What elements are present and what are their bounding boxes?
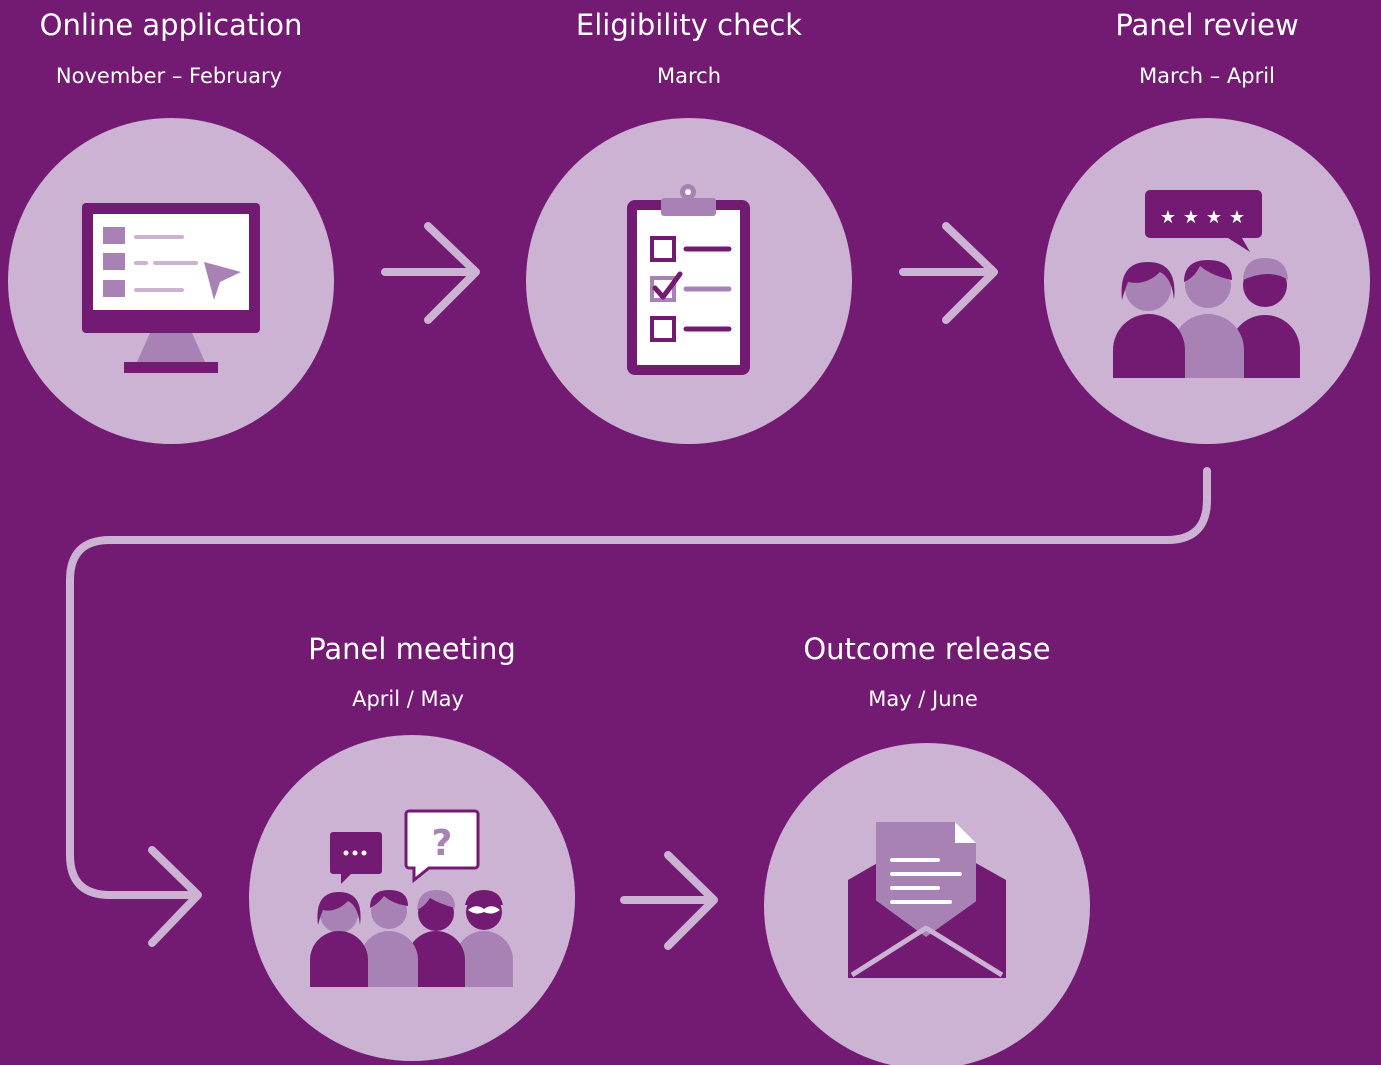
svg-text:★: ★: [1229, 207, 1245, 228]
svg-text:★: ★: [1160, 207, 1176, 228]
svg-text:?: ?: [432, 823, 453, 864]
step-title-online-application: Online application: [39, 8, 303, 42]
step-date-panel-meeting: April / May: [352, 687, 464, 711]
computer-monitor-icon: [82, 203, 260, 373]
step-date-panel-review: March – April: [1139, 64, 1275, 88]
step-title-panel-review: Panel review: [1115, 8, 1299, 42]
arrow-right-icon: [620, 851, 718, 950]
connector-path: [66, 467, 1211, 947]
step-circle-panel-meeting: [249, 735, 575, 1061]
open-envelope-letter-icon: [848, 822, 1006, 978]
step-date-outcome-release: May / June: [868, 687, 978, 711]
group-discussion-icon: ?: [310, 809, 513, 987]
arrow-right-icon: [381, 222, 480, 324]
arrow-right-icon: [899, 222, 998, 324]
step-title-eligibility-check: Eligibility check: [575, 8, 803, 42]
step-title-outcome-release: Outcome release: [803, 632, 1051, 666]
step-date-online-application: November – February: [55, 64, 283, 88]
svg-text:★: ★: [1206, 207, 1222, 228]
step-date-eligibility-check: March: [656, 64, 721, 88]
clipboard-checklist-icon: [627, 184, 750, 375]
reviewers-rating-icon: ★ ★ ★ ★: [1113, 190, 1300, 378]
svg-text:★: ★: [1183, 207, 1199, 228]
step-title-panel-meeting: Panel meeting: [308, 632, 516, 666]
